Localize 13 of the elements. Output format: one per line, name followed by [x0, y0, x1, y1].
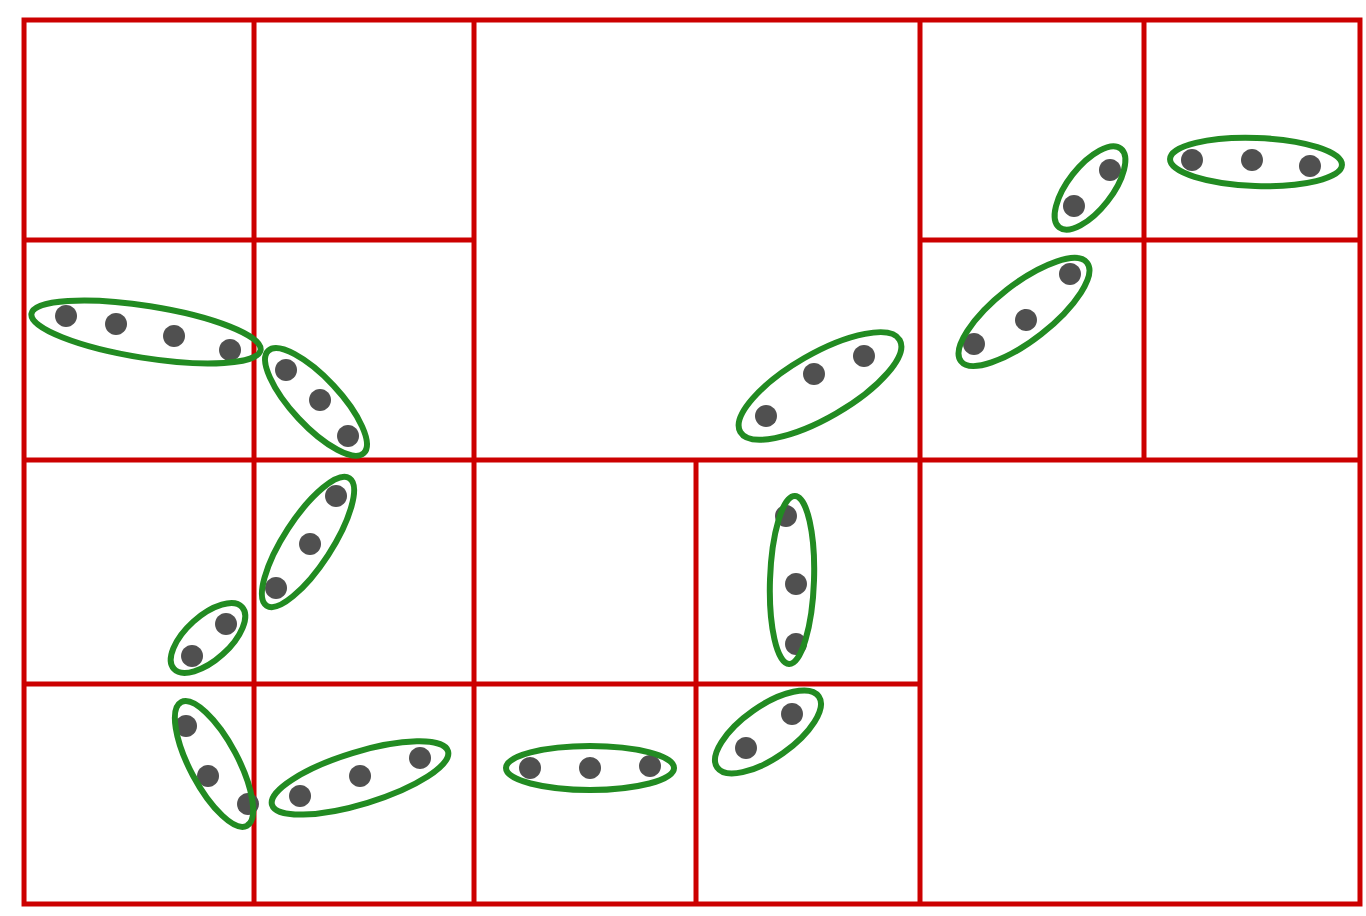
point-cluster — [1167, 134, 1345, 190]
point-cluster — [268, 738, 452, 818]
point-cluster — [955, 255, 1093, 369]
point-cluster — [766, 493, 818, 667]
point-cluster — [171, 698, 259, 830]
point-cluster — [28, 297, 264, 367]
point-cluster — [259, 474, 357, 610]
point-cluster — [712, 687, 824, 777]
point-cluster — [503, 742, 677, 793]
point-cluster — [1051, 143, 1129, 233]
point-cluster — [735, 329, 905, 443]
point-cluster — [262, 345, 370, 459]
point-cluster — [167, 600, 249, 676]
